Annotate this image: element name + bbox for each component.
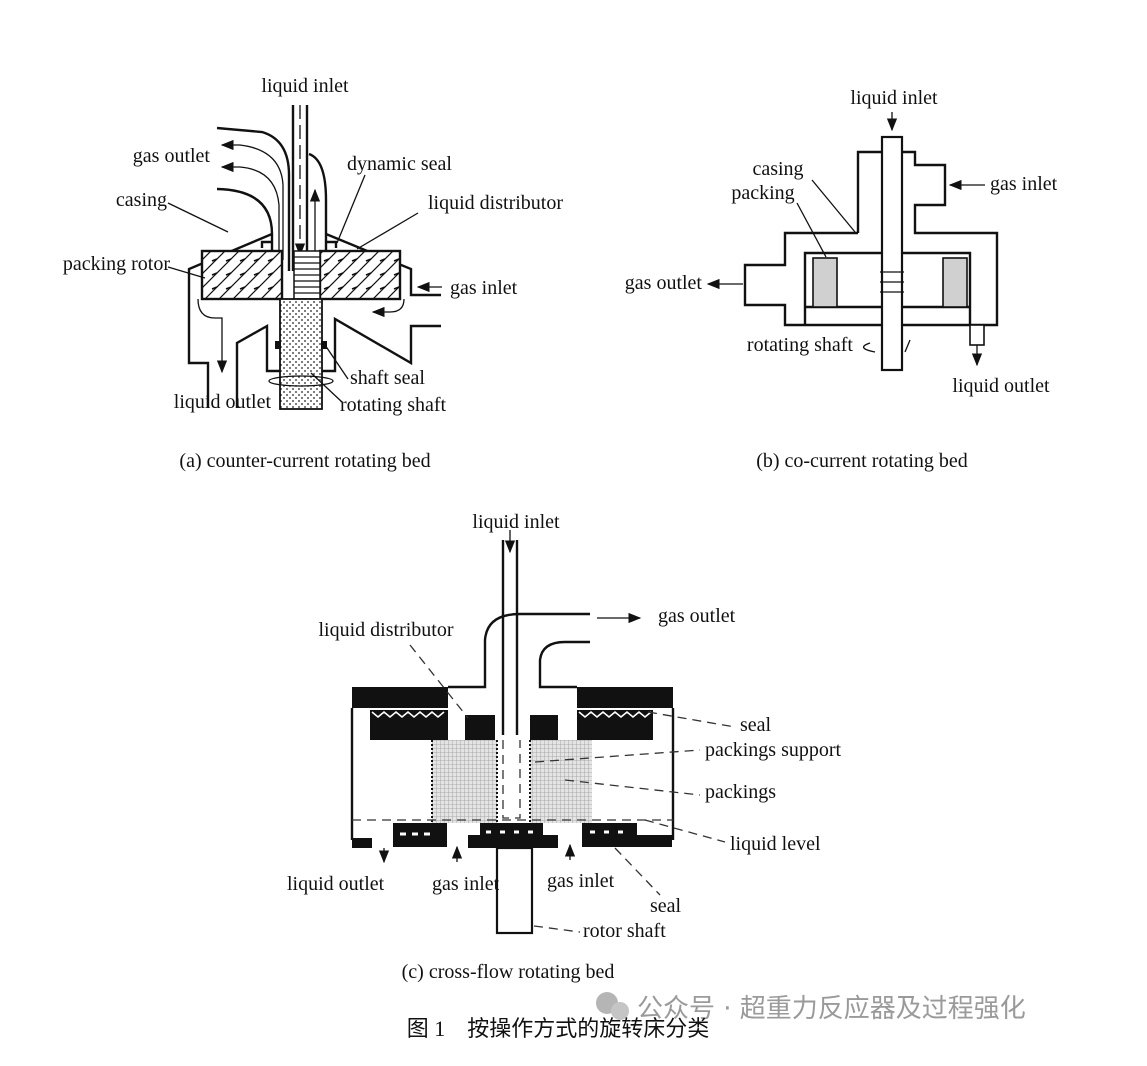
label-gas-inlet-left-c: gas inlet: [432, 873, 500, 895]
rotor-shaft: [495, 846, 534, 935]
caption-a: (a) counter-current rotating bed: [179, 450, 430, 472]
label-gas-inlet-right-c: gas inlet: [547, 870, 615, 892]
rotating-shaft: [279, 298, 323, 410]
label-liquid-level: liquid level: [730, 833, 821, 855]
svg-text:公众号 · 超重力反应器及过程强化: 公众号 · 超重力反应器及过程强化: [637, 994, 1026, 1024]
label-rotor-shaft: rotor shaft: [583, 920, 666, 942]
label-liquid-outlet: liquid outlet: [174, 391, 272, 413]
liquid-distributor: [293, 250, 321, 300]
caption-b: (b) co-current rotating bed: [756, 450, 968, 472]
packings-left: [432, 740, 497, 823]
label-liquid-inlet: liquid inlet: [261, 75, 349, 97]
label-liquid-distributor: liquid distributor: [428, 192, 563, 214]
label-packings: packings: [705, 781, 776, 803]
packing-rotor-right: [318, 249, 402, 301]
caption-c: (c) cross-flow rotating bed: [402, 961, 615, 983]
label-gas-outlet-b: gas outlet: [625, 272, 703, 294]
label-rotating-shaft-b: rotating shaft: [747, 334, 854, 356]
packing-right: [942, 257, 968, 308]
figure-title: 图 1 按操作方式的旋转床分类: [407, 1016, 710, 1041]
panel-a-counter-current: liquid inlet gas outlet dynamic seal cas…: [63, 75, 564, 472]
packing-rotor-left: [200, 249, 284, 301]
label-gas-outlet: gas outlet: [133, 145, 211, 167]
packing-left: [812, 257, 838, 308]
label-liquid-inlet-b: liquid inlet: [850, 87, 938, 109]
label-rotating-shaft: rotating shaft: [340, 394, 447, 416]
label-casing-b: casing: [752, 158, 803, 180]
label-liquid-outlet-b: liquid outlet: [952, 375, 1050, 397]
label-liquid-distributor-c: liquid distributor: [319, 619, 454, 641]
label-seal-top: seal: [740, 714, 772, 736]
label-packing-b: packing: [731, 182, 794, 204]
label-seal-bottom: seal: [650, 895, 682, 917]
panel-c-cross-flow: liquid inlet gas outlet liquid distribut…: [287, 511, 842, 983]
label-liquid-outlet-c: liquid outlet: [287, 873, 385, 895]
label-liquid-inlet-c: liquid inlet: [472, 511, 560, 533]
watermark: 公众号 · 超重力反应器及过程强化: [596, 992, 1026, 1024]
label-dynamic-seal: dynamic seal: [347, 153, 452, 175]
label-packings-support: packings support: [705, 739, 842, 761]
label-casing: casing: [116, 189, 167, 211]
label-packing-rotor: packing rotor: [63, 253, 171, 275]
label-gas-outlet-c: gas outlet: [658, 605, 736, 627]
label-gas-inlet-b: gas inlet: [990, 173, 1058, 195]
rotating-shaft-b: [880, 135, 904, 372]
label-shaft-seal: shaft seal: [350, 367, 425, 389]
panel-b-co-current: liquid inlet casing packing gas inlet ga…: [625, 87, 1058, 472]
label-gas-inlet: gas inlet: [450, 277, 518, 299]
